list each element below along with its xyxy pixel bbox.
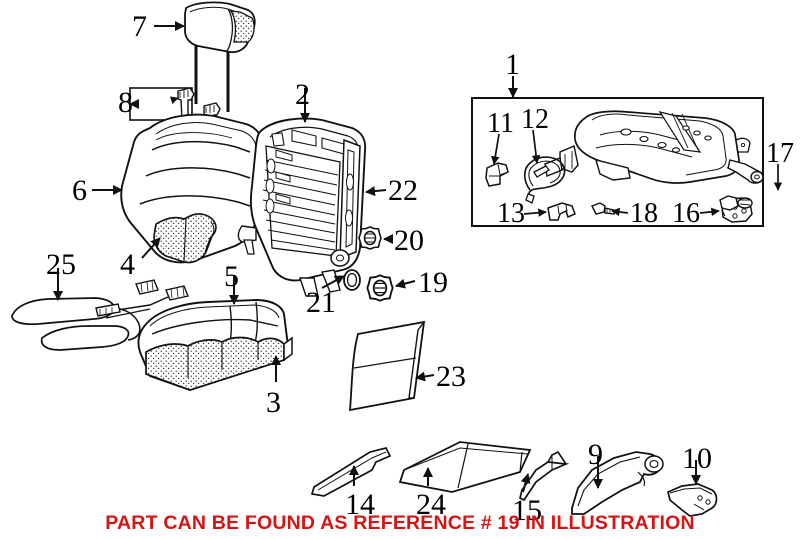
knob-20 <box>358 226 382 250</box>
leader-lines <box>53 21 783 493</box>
bolt-17 <box>719 195 753 211</box>
callout-2: 2 <box>295 78 310 111</box>
callout-3: 3 <box>266 386 281 419</box>
callout-7: 7 <box>132 10 147 43</box>
callout-18: 18 <box>630 198 658 229</box>
recline-lever <box>571 451 664 515</box>
callout-10: 10 <box>682 442 712 475</box>
callout-17: 17 <box>766 138 794 169</box>
callout-1: 1 <box>505 48 520 81</box>
bracket-11 <box>485 162 509 187</box>
ring-21 <box>343 269 361 291</box>
headrest <box>184 1 256 112</box>
leader-4 <box>141 237 161 259</box>
callout-19: 19 <box>418 266 448 299</box>
leader-23 <box>415 371 435 382</box>
leader-16 <box>699 207 720 217</box>
seat-back-frame <box>237 117 367 297</box>
callout-5: 5 <box>224 260 239 293</box>
leader-11 <box>491 133 500 165</box>
knob-19 <box>366 274 394 302</box>
callout-23: 23 <box>436 360 466 393</box>
leader-13 <box>523 208 547 217</box>
trim-panel-23 <box>349 320 426 412</box>
callout-9: 9 <box>588 438 603 471</box>
callout-22: 22 <box>388 174 418 207</box>
clip-13 <box>547 202 576 221</box>
leader-12 <box>531 129 541 164</box>
leader-19 <box>395 278 416 289</box>
leader-15 <box>520 473 531 493</box>
leader-21 <box>321 275 345 289</box>
wire-harness-25 <box>11 279 189 351</box>
headrest-guide-upper <box>177 87 195 121</box>
callout-24: 24 <box>416 488 446 521</box>
cable-12 <box>523 156 566 204</box>
callout-15: 15 <box>512 494 542 527</box>
leader-22 <box>365 186 387 197</box>
callout-16: 16 <box>672 198 700 229</box>
seat-track-assembly <box>544 110 764 184</box>
adjust-handle <box>666 483 718 517</box>
callout-6: 6 <box>72 174 87 207</box>
callout-8: 8 <box>118 86 133 119</box>
seat-panel-24 <box>398 441 532 493</box>
callout-11: 11 <box>487 108 514 139</box>
callout-21: 21 <box>306 286 336 319</box>
callout-20: 20 <box>394 224 424 257</box>
callout-12: 12 <box>521 104 549 135</box>
callout-25: 25 <box>46 248 76 281</box>
seat-cushion <box>137 299 293 392</box>
reference-footnote: PART CAN BE FOUND AS REFERENCE # 19 IN I… <box>105 512 695 534</box>
callout-14: 14 <box>345 488 375 521</box>
callout-13: 13 <box>497 198 525 229</box>
callout-4: 4 <box>120 248 135 281</box>
leader-18 <box>611 207 629 217</box>
seat-back-assembly <box>120 113 264 264</box>
